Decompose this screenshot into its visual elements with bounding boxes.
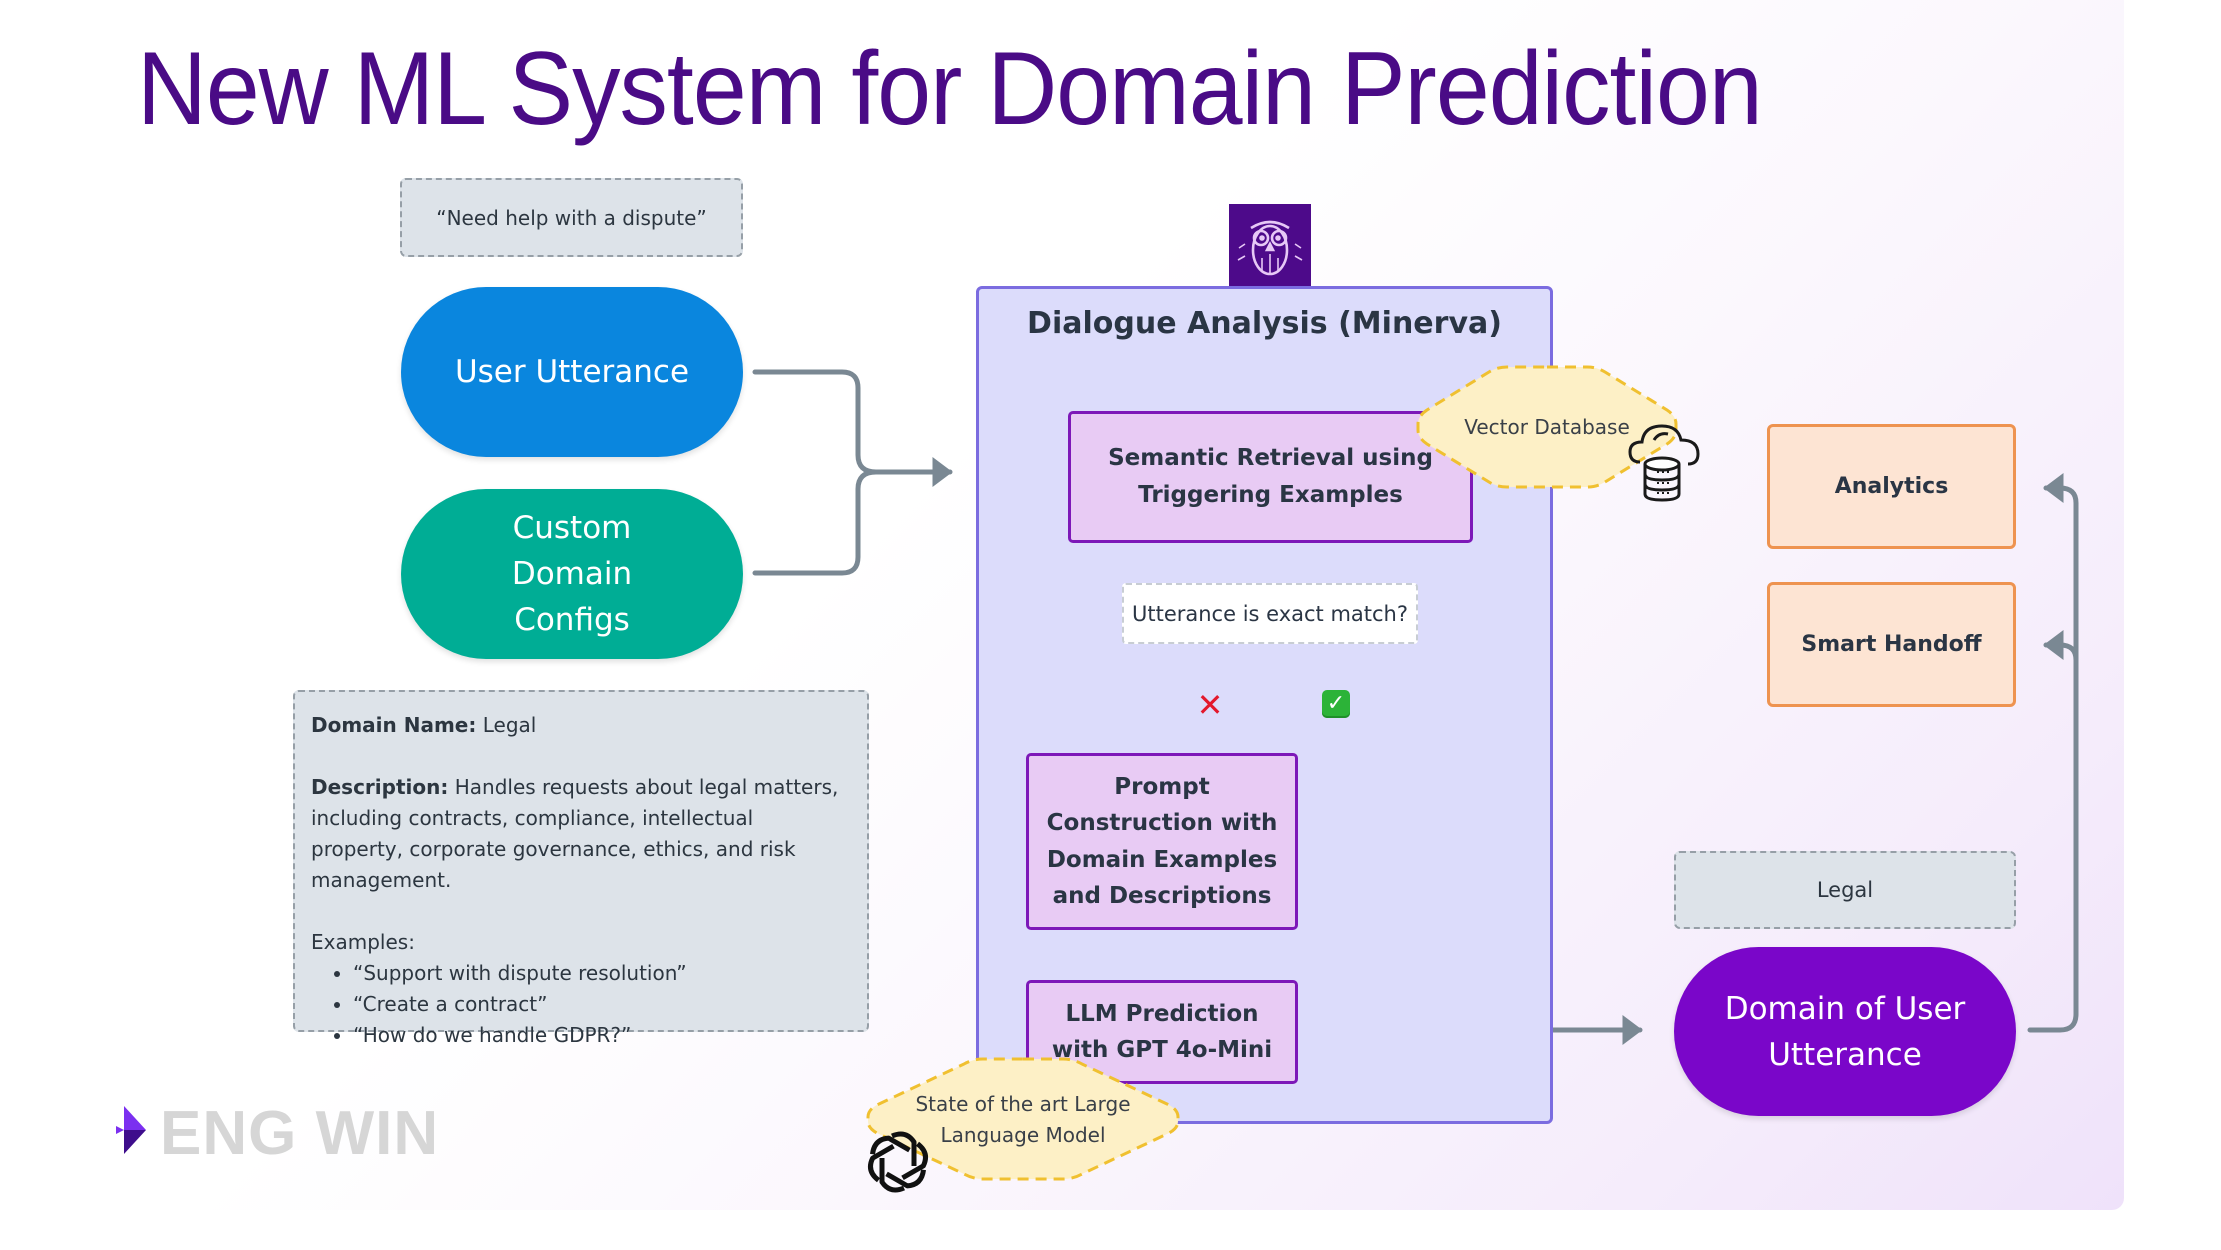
domain-name-value: Legal	[482, 713, 537, 737]
predicted-domain-text: Legal	[1816, 878, 1874, 902]
domain-config-card: Domain Name: Legal Description: Handles …	[293, 690, 869, 1047]
custom-domain-node: Custom Domain Configs	[401, 489, 743, 659]
analytics-node: Analytics	[1767, 424, 2016, 549]
domain-examples-list: “Support with dispute resolution” “Creat…	[311, 958, 851, 1051]
exact-match-decision: Utterance is exact match?	[1122, 583, 1418, 644]
prompt-construction-node: Prompt Construction with Domain Examples…	[1026, 753, 1298, 930]
example-utterance-text: “Need help with a dispute”	[436, 205, 707, 230]
analytics-label: Analytics	[1834, 474, 1949, 499]
vector-database-label: Vector Database	[1464, 414, 1630, 439]
page-title: New ML System for Domain Prediction	[137, 31, 1763, 147]
llm-prediction-node: LLM Prediction with GPT 4o-Mini	[1026, 980, 1298, 1084]
eng-win-logo-text: ENG WIN	[160, 1099, 440, 1168]
domain-description-label: Description:	[311, 775, 449, 799]
prompt-construction-label: Prompt Construction with Domain Examples…	[1046, 773, 1278, 910]
domain-example-item: “Support with dispute resolution”	[353, 958, 851, 989]
user-utterance-label: User Utterance	[454, 354, 690, 390]
domain-examples-label: Examples:	[311, 930, 415, 954]
domain-name-label: Domain Name:	[311, 713, 477, 737]
exact-match-decision-label: Utterance is exact match?	[1131, 601, 1409, 626]
domain-description-line: Description: Handles requests about lega…	[311, 772, 851, 896]
minerva-title: Dialogue Analysis (Minerva)	[1027, 306, 1502, 341]
domain-output-node: Domain of User Utterance	[1674, 947, 2016, 1116]
example-utterance-note: “Need help with a dispute”	[400, 178, 743, 257]
no-match-x-icon: ✕	[1196, 686, 1224, 724]
smart-handoff-label: Smart Handoff	[1801, 632, 1982, 657]
llm-note-shape	[866, 1057, 1180, 1181]
semantic-retrieval-node: Semantic Retrieval using Triggering Exam…	[1068, 411, 1473, 543]
domain-description-value: Handles requests about legal matters, in…	[311, 775, 839, 892]
match-check-icon: ✓	[1322, 690, 1350, 718]
llm-prediction-label: LLM Prediction with GPT 4o-Mini	[1051, 1001, 1273, 1063]
smart-handoff-node: Smart Handoff	[1767, 582, 2016, 707]
cloud-database-icon	[1626, 420, 1706, 502]
owl-icon	[1229, 204, 1311, 286]
custom-domain-label: Custom Domain Configs	[511, 510, 633, 638]
user-utterance-node: User Utterance	[401, 287, 743, 457]
domain-name-line: Domain Name: Legal	[311, 710, 851, 741]
domain-example-item: “Create a contract”	[353, 989, 851, 1020]
domain-example-item: “How do we handle GDPR?”	[353, 1020, 851, 1051]
predicted-domain-note: Legal	[1674, 851, 2016, 929]
vector-database-note-shape	[1416, 365, 1678, 489]
semantic-retrieval-label: Semantic Retrieval using Triggering Exam…	[1108, 445, 1433, 508]
eng-win-logo-icon	[116, 1104, 150, 1156]
domain-output-label: Domain of User Utterance	[1724, 990, 1966, 1073]
llm-note-label: State of the art Large Language Model	[915, 1092, 1131, 1147]
openai-icon	[860, 1124, 936, 1200]
